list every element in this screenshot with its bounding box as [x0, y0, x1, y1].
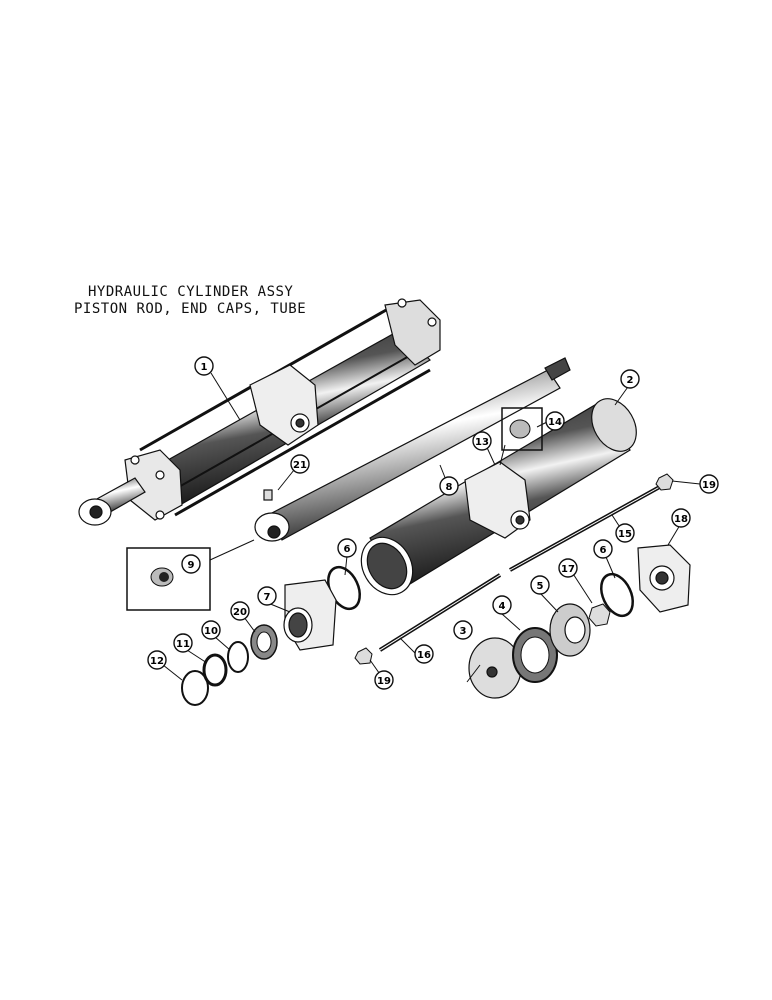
- callout-label-4: 4: [499, 601, 506, 612]
- callout-13: [472, 431, 492, 451]
- piston-3: [468, 637, 522, 699]
- callout-label-18: 18: [674, 514, 688, 525]
- callout-label-7: 7: [264, 592, 271, 603]
- callout-1: [194, 356, 214, 376]
- callout-6-right: [593, 539, 613, 559]
- rear-end-cap: [637, 544, 691, 613]
- callout-label-9: 9: [188, 560, 195, 571]
- callout-6-left: [337, 538, 357, 558]
- callout-label-2: 2: [627, 375, 634, 386]
- callout-label-1: 1: [201, 362, 208, 373]
- callout-21: [290, 454, 310, 474]
- assembled-cylinder: [78, 298, 441, 526]
- callout-12: [147, 650, 167, 670]
- piston-5: [549, 603, 591, 657]
- callout-19-top: [699, 474, 719, 494]
- callout-16: [414, 644, 434, 664]
- bushing-inset: [126, 539, 255, 611]
- callout-label-14: 14: [548, 417, 562, 428]
- fitting-inset: [499, 407, 543, 466]
- callout-label-10: 10: [204, 626, 218, 637]
- callout-label-17: 17: [561, 564, 575, 575]
- callout-label-21: 21: [293, 460, 307, 471]
- callout-label-6-left: 6: [344, 544, 351, 555]
- callout-8: [439, 476, 459, 496]
- piston-nut-17: [588, 603, 611, 627]
- piston-rod: [254, 357, 571, 542]
- callout-label-15: 15: [618, 529, 632, 540]
- callout-label-16: 16: [417, 650, 431, 661]
- callout-7: [257, 586, 277, 606]
- callout-label-20: 20: [233, 607, 247, 618]
- callout-18: [671, 508, 691, 528]
- o-ring-6-right: [600, 572, 634, 618]
- callout-label-8: 8: [446, 482, 453, 493]
- callout-17: [558, 558, 578, 578]
- front-end-cap: [283, 579, 337, 651]
- callouts: 1 2 3 4 5 6 6 7 8 9 10 11 12: [147, 356, 719, 690]
- callout-label-12: 12: [150, 656, 164, 667]
- callout-15: [615, 523, 635, 543]
- cylinder-tube: [360, 398, 637, 596]
- callout-14: [545, 411, 565, 431]
- callout-5: [530, 575, 550, 595]
- callout-19-bottom: [374, 670, 394, 690]
- callout-label-19-top: 19: [702, 480, 716, 491]
- seal-10: [227, 641, 249, 673]
- nut-19-bottom: [354, 647, 373, 665]
- callout-4: [492, 595, 512, 615]
- diagram-title-line-1: HYDRAULIC CYLINDER ASSY: [88, 284, 294, 300]
- nut-19-top: [655, 473, 674, 491]
- callout-11: [173, 633, 193, 653]
- seal-11: [202, 653, 228, 687]
- seal-12: [181, 670, 209, 706]
- callout-2: [620, 369, 640, 389]
- callout-10: [201, 620, 221, 640]
- callout-3: [453, 620, 473, 640]
- callout-label-6-right: 6: [600, 545, 607, 556]
- callout-label-11: 11: [176, 639, 190, 650]
- callout-9: [181, 554, 201, 574]
- callout-label-19-bottom: 19: [377, 676, 391, 687]
- callout-label-5: 5: [537, 581, 544, 592]
- callout-label-3: 3: [460, 626, 467, 637]
- callout-20: [230, 601, 250, 621]
- callout-label-13: 13: [475, 437, 489, 448]
- diagram-title-line-2: PISTON ROD, END CAPS, TUBE: [74, 301, 307, 317]
